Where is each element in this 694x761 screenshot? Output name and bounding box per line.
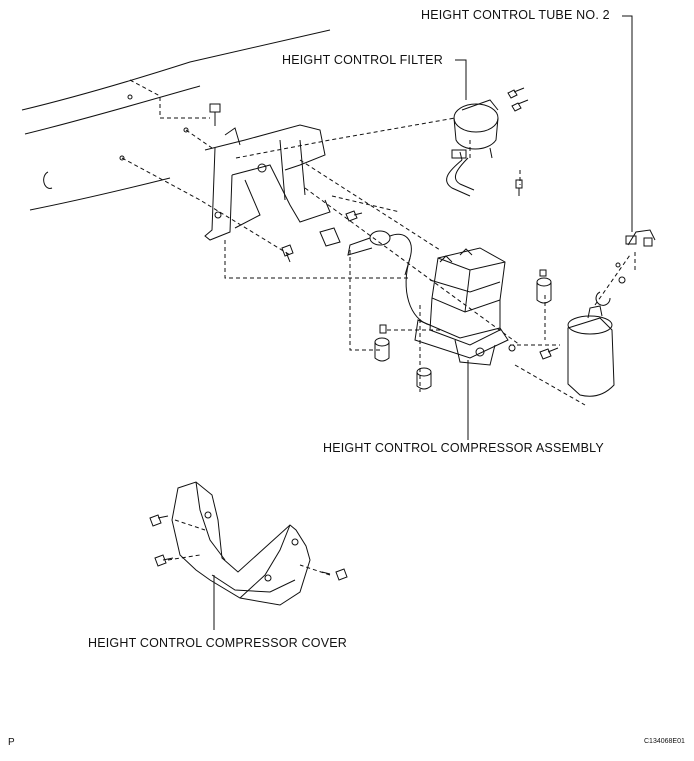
- label-height-control-cover: HEIGHT CONTROL COMPRESSOR COVER: [88, 636, 348, 650]
- corner-mark: P: [8, 737, 15, 748]
- frame-rail: [21, 29, 331, 211]
- assembly-lines: [121, 79, 636, 576]
- rubber-grommets: [374, 269, 552, 390]
- compressor-bracket: [204, 124, 331, 241]
- label-height-control-filter: HEIGHT CONTROL FILTER: [282, 53, 443, 67]
- wiring-connector: [319, 227, 431, 326]
- compressor-assembly: [414, 247, 509, 366]
- bracket-bolts: [209, 103, 363, 263]
- filter-bolts: [507, 87, 529, 196]
- leader-lines: [213, 15, 633, 630]
- label-height-control-compressor: HEIGHT CONTROL COMPRESSOR ASSEMBLY: [323, 441, 604, 455]
- figure-code: C134068E01: [644, 738, 685, 745]
- compressor-cover: [149, 481, 348, 606]
- dryer-cylinder: [508, 262, 626, 397]
- height-control-filter: [446, 99, 499, 197]
- height-control-tube: [625, 30, 656, 247]
- label-height-control-tube: HEIGHT CONTROL TUBE NO. 2: [421, 8, 610, 22]
